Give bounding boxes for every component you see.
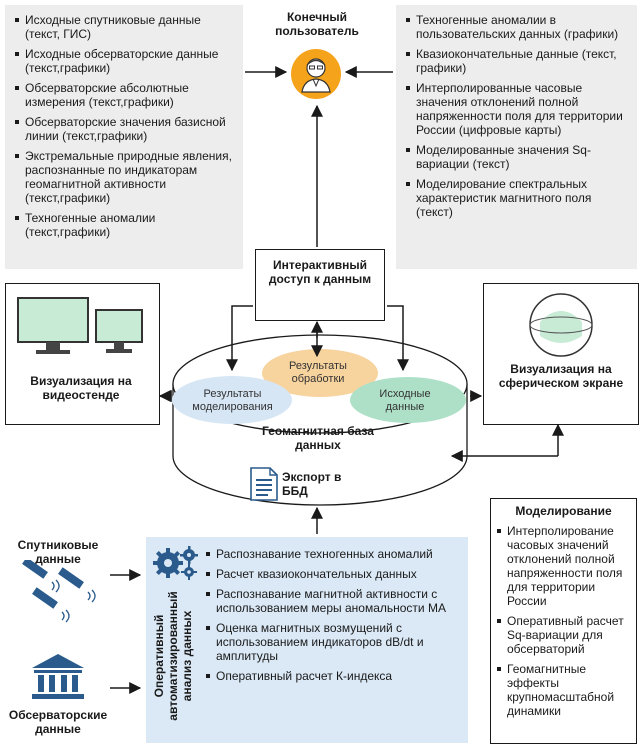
- left-info-item: Техногенные аномалии (текст,графики): [15, 211, 235, 239]
- spherical-screen-label: Визуализация на сферическом экране: [498, 362, 624, 390]
- right-info-item: Квазиокончательные данные (текст, график…: [406, 47, 631, 75]
- source-data-label: Исходные данные: [379, 388, 431, 413]
- right-info-item: Интерполированные часовые значения откло…: [406, 81, 631, 137]
- analysis-panel: Оперативный автоматизированный анализ да…: [146, 537, 468, 743]
- analysis-item: Оценка магнитных возмущений с использова…: [206, 621, 464, 663]
- export-label: Экспорт в ББД: [282, 470, 342, 498]
- document-icon: [250, 467, 278, 501]
- video-wall-label: Визуализация на видеостенде: [30, 374, 132, 402]
- interactive-access-label: Интерактивный доступ к данным: [268, 258, 372, 286]
- processing-results-label: Результаты обработки: [289, 360, 347, 385]
- modeling-list: Интерполирование часовых значений отклон…: [497, 524, 630, 718]
- monitor-icon: [17, 297, 143, 354]
- observatory-data-label: Обсерваторские данные: [8, 708, 108, 736]
- satellite-icon: [22, 560, 96, 623]
- modeling-title: Моделирование: [515, 504, 612, 518]
- gears-icon: [153, 546, 198, 580]
- left-info-panel: Исходные спутниковые данные (текст, ГИС)…: [5, 5, 243, 269]
- analysis-item: Распознавание магнитной активности с исп…: [206, 587, 464, 615]
- interactive-access-box: Интерактивный доступ к данным: [255, 249, 385, 321]
- modeling-item: Геомагнитные эффекты крупномасштабной ди…: [497, 662, 630, 718]
- analysis-item: Оперативный расчет К-индекса: [206, 669, 464, 683]
- left-info-list: Исходные спутниковые данные (текст, ГИС)…: [15, 13, 235, 239]
- modeling-item: Оперативный расчет Sq-вариации для обсер…: [497, 614, 630, 656]
- sphere-icon: [529, 293, 593, 357]
- modeling-box: Моделирование Интерполирование часовых з…: [490, 498, 637, 744]
- right-info-list: Техногенные аномалии в пользовательских …: [406, 13, 631, 219]
- right-info-item: Техногенные аномалии в пользовательских …: [406, 13, 631, 41]
- left-info-item: Исходные спутниковые данные (текст, ГИС): [15, 13, 235, 41]
- spherical-screen-box: Визуализация на сферическом экране: [483, 283, 639, 425]
- video-wall-box: Визуализация на видеостенде: [5, 283, 160, 425]
- end-user-title: Конечный пользователь: [275, 10, 359, 38]
- analysis-item: Расчет квазиокончательных данных: [206, 567, 464, 581]
- user-icon: [291, 49, 341, 99]
- modeling-results-label: Результаты моделирования: [192, 388, 273, 413]
- left-info-item: Обсерваторские абсолютные измерения (тек…: [15, 81, 235, 109]
- database-cylinder: [172, 334, 468, 506]
- analysis-item: Распознавание техногенных аномалий: [206, 547, 464, 561]
- satellite-data-label: Спутниковые данные: [17, 538, 99, 566]
- left-info-item: Обсерваторские значения базисной линии (…: [15, 115, 235, 143]
- right-info-panel: Техногенные аномалии в пользовательских …: [396, 5, 637, 269]
- modeling-item: Интерполирование часовых значений отклон…: [497, 524, 630, 608]
- left-info-item: Экстремальные природные явления, распозн…: [15, 149, 235, 205]
- observatory-icon: [32, 654, 84, 699]
- left-info-item: Исходные обсерваторские данные (текст,гр…: [15, 47, 235, 75]
- database-title: Геомагнитная база данных: [262, 424, 374, 452]
- right-info-item: Моделирование спектральных характеристик…: [406, 177, 631, 219]
- right-info-item: Моделированные значения Sq-вариации (тек…: [406, 143, 631, 171]
